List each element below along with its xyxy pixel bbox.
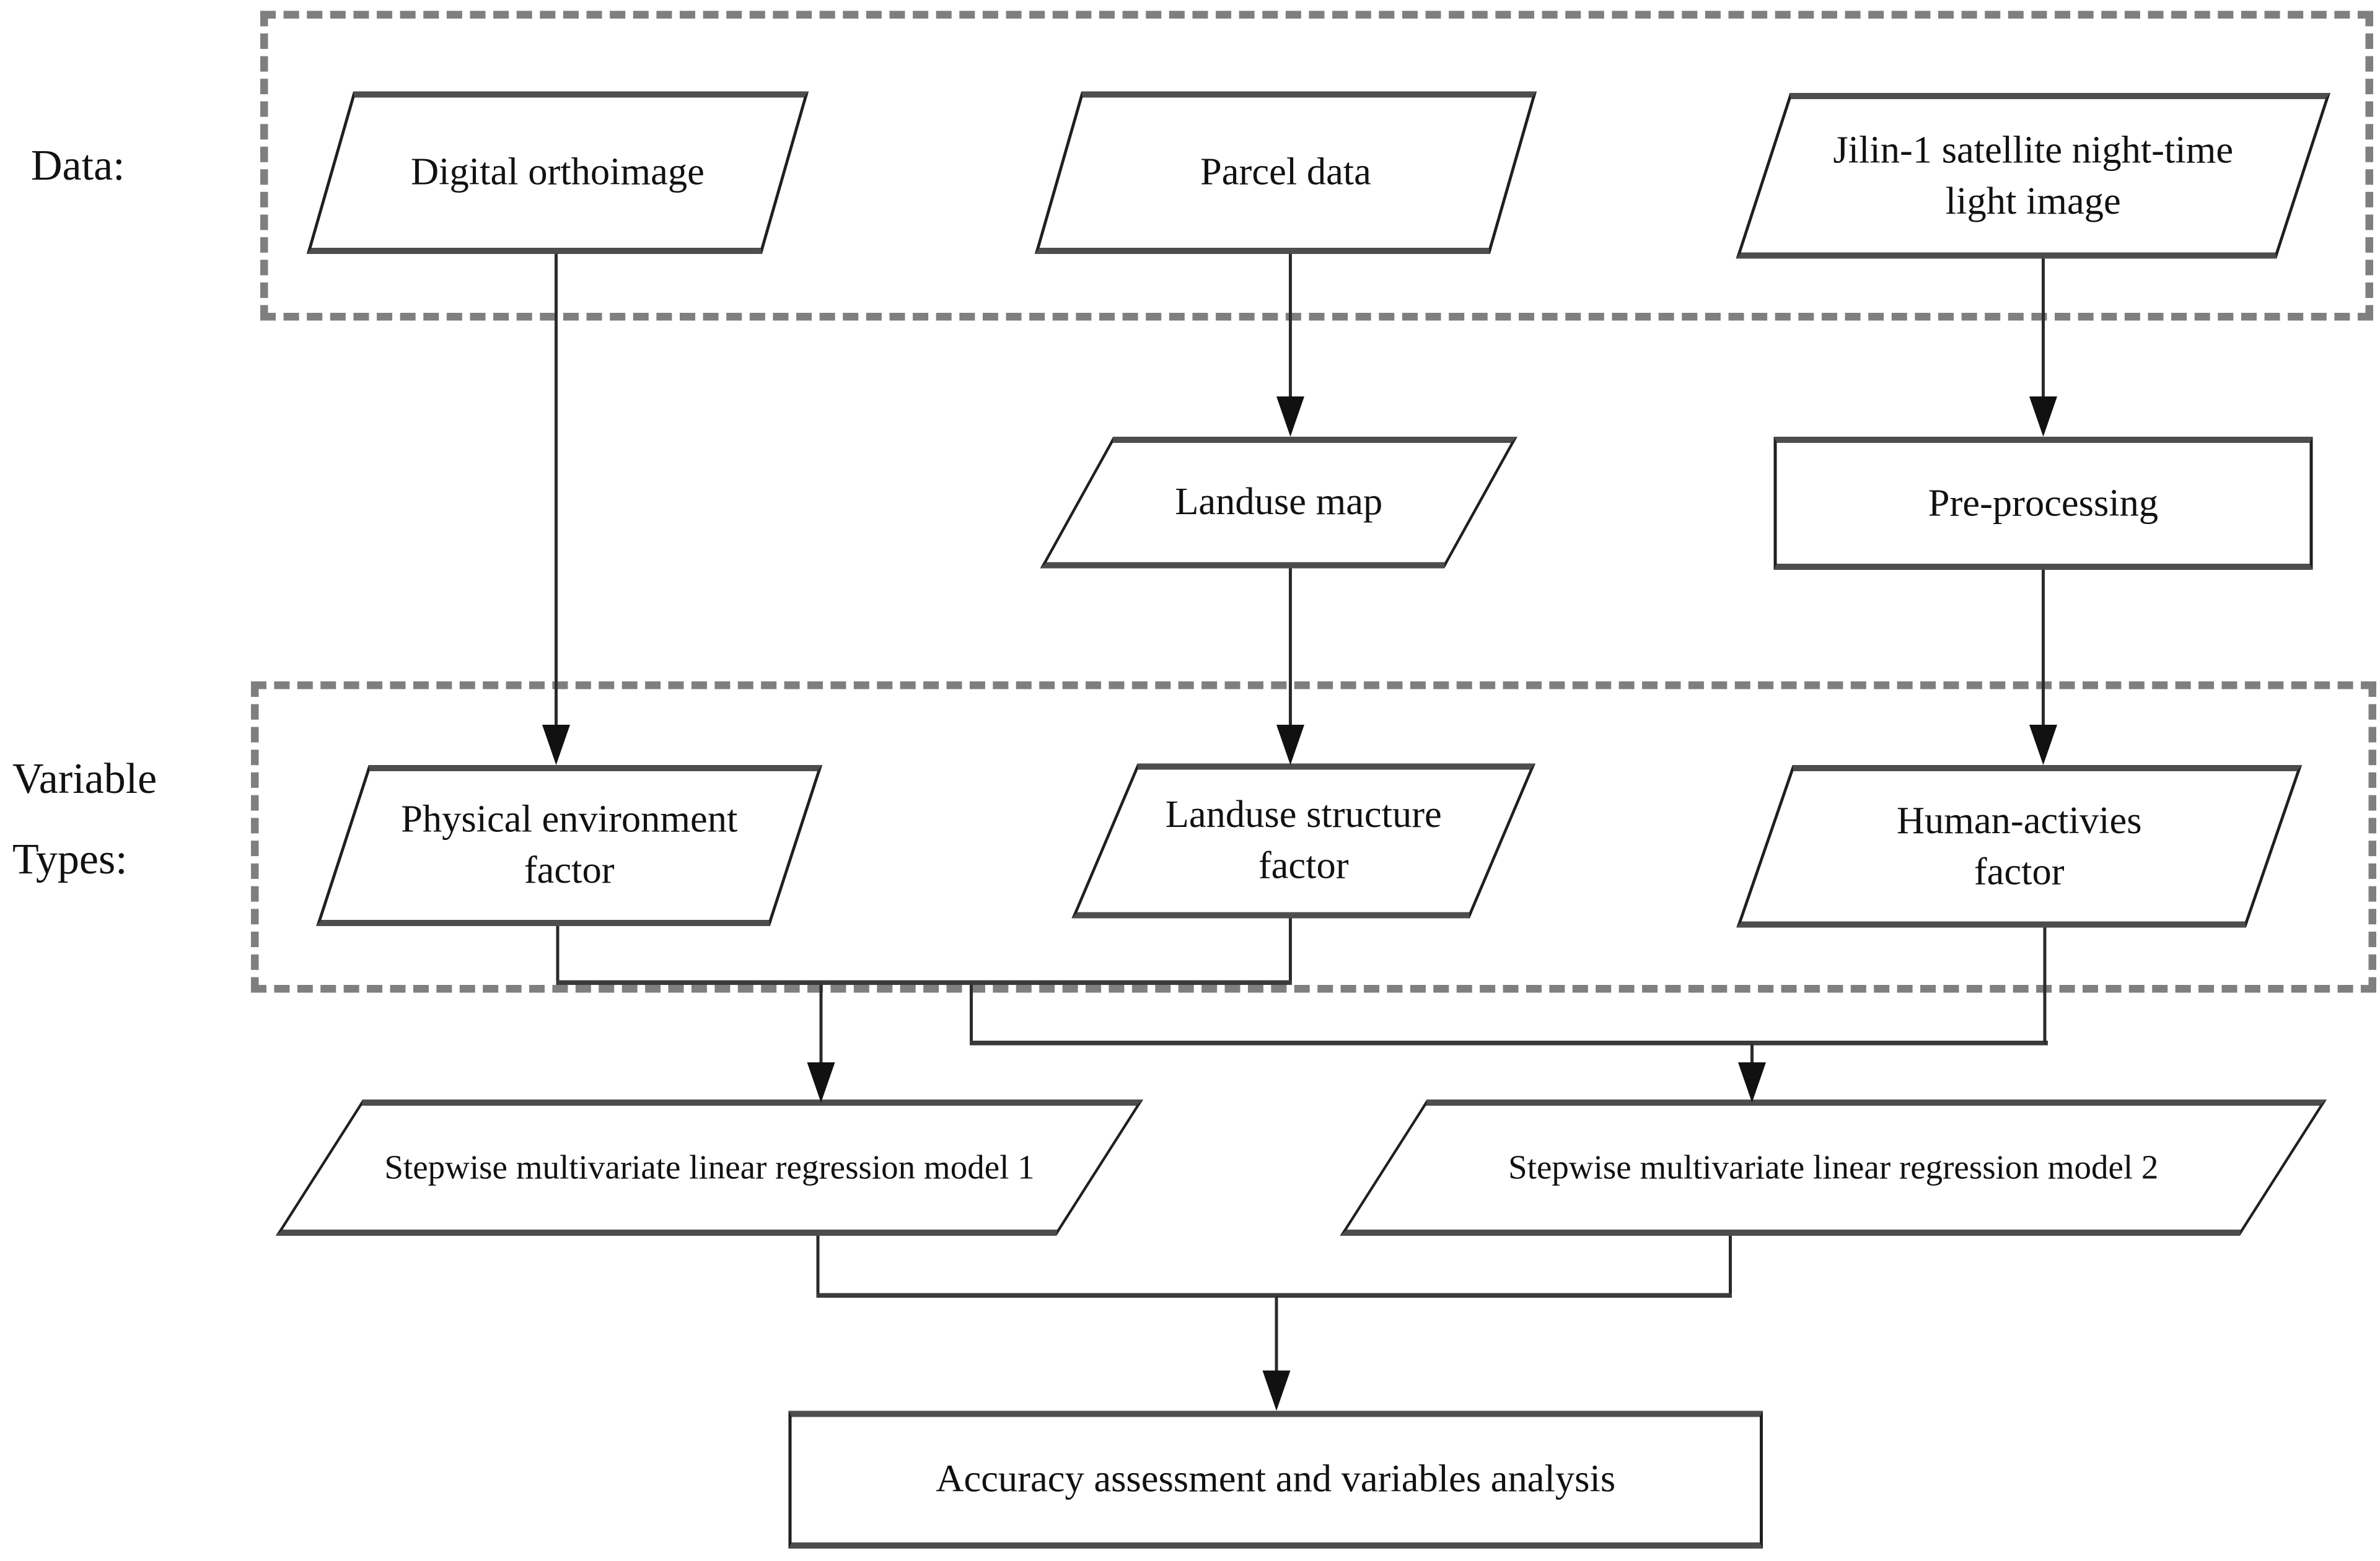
node-label: Landuse map bbox=[1175, 481, 1383, 524]
edge-landusemap-to-structure-line bbox=[1289, 568, 1292, 728]
arrowhead-into-landuse-map bbox=[1276, 396, 1304, 437]
node-label: Stepwise multivariate linear regression … bbox=[1508, 1148, 2159, 1187]
node-label: Landuse structure factor bbox=[1165, 794, 1442, 888]
edge-parcel-to-landusemap-line bbox=[1289, 254, 1292, 400]
rectangle-shape bbox=[1773, 437, 2313, 570]
arrowhead-into-physical-factor bbox=[542, 725, 570, 765]
arrowhead-into-model2 bbox=[1738, 1062, 1766, 1103]
merge-bracket-all-factors bbox=[970, 1041, 2048, 1046]
node-label: Pre-processing bbox=[1928, 482, 2159, 525]
edge-model1-drop bbox=[816, 1236, 820, 1296]
arrowhead-into-model1 bbox=[807, 1062, 835, 1103]
edge-model2-drop bbox=[1729, 1236, 1732, 1296]
data-section-label: Data: bbox=[31, 142, 125, 191]
merge-bracket-models bbox=[816, 1293, 1732, 1298]
node-label: Jilin-1 satellite night-time light image bbox=[1833, 129, 2234, 222]
arrowhead-into-accuracy bbox=[1262, 1370, 1291, 1411]
node-label: Human-activies factor bbox=[1896, 800, 2142, 893]
edge-bracket-to-model1-line bbox=[819, 985, 823, 1062]
node-accuracy-assessment: Accuracy assessment and variables analys… bbox=[788, 1410, 1763, 1549]
node-label: Accuracy assessment and variables analys… bbox=[936, 1459, 1616, 1501]
node-regression-model-1: Stepwise multivariate linear regression … bbox=[275, 1100, 1144, 1236]
edge-physical-factor-drop bbox=[556, 926, 560, 984]
node-landuse-map: Landuse map bbox=[1040, 437, 1519, 569]
variable-types-section-box bbox=[251, 681, 2376, 993]
node-landuse-structure-factor: Landuse structure factor bbox=[1071, 763, 1536, 919]
edge-bracket-to-model2-line bbox=[1750, 1044, 1754, 1062]
node-pre-processing: Pre-processing bbox=[1773, 437, 2313, 570]
edge-human-factor-drop bbox=[2043, 927, 2047, 1044]
edge-digital-to-physical-line bbox=[555, 254, 558, 728]
node-physical-environment-factor: Physical environment factor bbox=[316, 765, 823, 926]
edge-bracket-to-model2-drop bbox=[970, 985, 973, 1044]
variable-types-section-label: Variable Types: bbox=[12, 756, 157, 884]
node-label: Stepwise multivariate linear regression … bbox=[384, 1148, 1035, 1187]
node-label: Physical environment factor bbox=[401, 799, 738, 892]
arrowhead-into-landuse-structure-factor bbox=[1276, 725, 1304, 765]
edge-preprocessing-to-human-line bbox=[2042, 570, 2045, 728]
edge-jilin-to-preprocessing-line bbox=[2042, 258, 2045, 400]
rectangle-shape bbox=[788, 1410, 1763, 1549]
node-parcel-data: Parcel data bbox=[1034, 91, 1537, 254]
node-digital-orthoimage: Digital orthoimage bbox=[306, 91, 809, 254]
edge-landuse-structure-drop bbox=[1289, 918, 1292, 984]
node-human-activies-factor: Human-activies factor bbox=[1736, 765, 2303, 928]
node-regression-model-2: Stepwise multivariate linear regression … bbox=[1340, 1100, 2327, 1236]
arrowhead-into-pre-processing bbox=[2029, 396, 2057, 437]
edge-models-to-accuracy-line bbox=[1275, 1296, 1278, 1374]
data-section-box bbox=[260, 11, 2373, 321]
merge-bracket-factors-1-2 bbox=[556, 980, 1292, 985]
node-label: Digital orthoimage bbox=[411, 152, 705, 194]
arrowhead-into-human-factor bbox=[2029, 725, 2057, 765]
node-jilin-night-light: Jilin-1 satellite night-time light image bbox=[1735, 93, 2332, 259]
node-label: Parcel data bbox=[1200, 152, 1371, 194]
